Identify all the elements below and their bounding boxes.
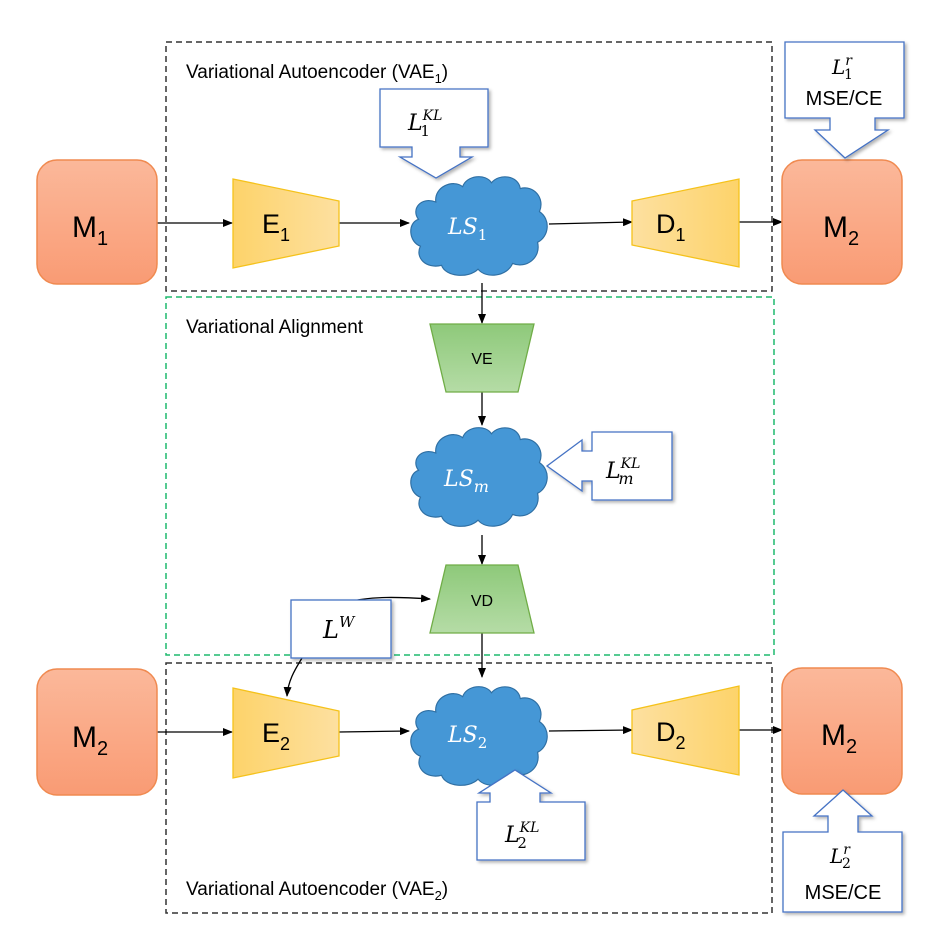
vae2-frame [165, 662, 773, 914]
edge-e2-ls2 [338, 727, 410, 736]
svg-text:Lr2: Lr2 [829, 842, 851, 872]
vae2-title: Variational Autoencoder (VAE2) [186, 879, 448, 903]
decoder-d1: D1 [631, 178, 740, 268]
encoder-e1: E1 [232, 178, 340, 269]
svg-text:MSE/CE: MSE/CE [805, 882, 882, 904]
modality-m2-output-bottom: M2 [781, 667, 903, 795]
svg-text:M2: M2 [821, 719, 857, 758]
variational-decoder-vd: VD [429, 564, 535, 634]
vae1-title: Variational Autoencoder (VAE1) [186, 62, 448, 86]
encoder-e2: E2 [232, 687, 340, 779]
svg-text:Lr1: Lr1 [831, 53, 853, 83]
loss-callout-lw: LW [290, 599, 392, 659]
alignment-title: Variational Alignment [186, 317, 364, 338]
variational-encoder-ve: VE [429, 323, 535, 393]
svg-text:LS1: LS1 [447, 215, 487, 244]
svg-text:D2: D2 [656, 717, 686, 753]
svg-text:VE: VE [471, 351, 492, 368]
modality-m1-input: M1 [36, 159, 158, 285]
svg-text:LS2: LS2 [447, 723, 487, 752]
svg-text:MSE/CE: MSE/CE [806, 88, 883, 110]
svg-text:VD: VD [471, 593, 493, 610]
svg-text:M2: M2 [72, 721, 108, 760]
svg-text:E1: E1 [262, 209, 290, 245]
svg-text:M2: M2 [823, 211, 859, 250]
svg-text:E2: E2 [262, 718, 290, 754]
modality-m2-output-top: M2 [781, 159, 903, 285]
edge-ls1-d1 [548, 218, 633, 227]
svg-text:LW: LW [322, 613, 356, 644]
alignment-frame [165, 296, 775, 656]
vae1-frame [165, 41, 773, 292]
modality-m2-input: M2 [36, 668, 158, 796]
latent-cloud-ls1: LS1 [410, 176, 548, 276]
edge-lw-e2 [283, 657, 303, 697]
edge-ls2-d2 [548, 726, 633, 735]
latent-cloud-lsm: LSm [410, 427, 548, 527]
svg-text:LSm: LSm [443, 467, 489, 496]
latent-cloud-ls2: LS2 [410, 686, 548, 786]
svg-text:D1: D1 [656, 209, 686, 245]
svg-text:M1: M1 [72, 211, 108, 250]
decoder-d2: D2 [631, 685, 740, 776]
